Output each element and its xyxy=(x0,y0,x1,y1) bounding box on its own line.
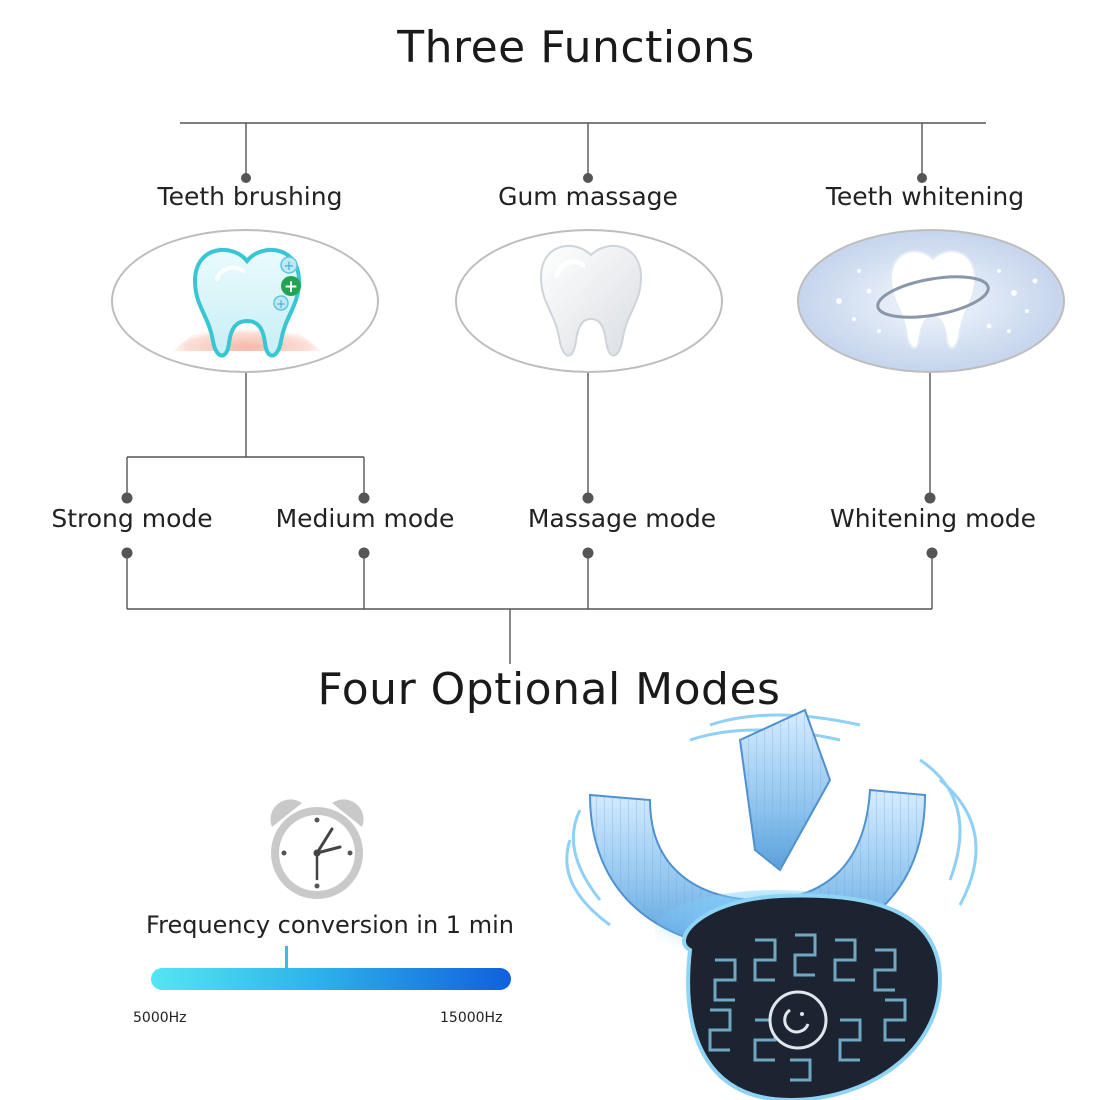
svg-text:+: + xyxy=(284,259,295,274)
function-label-teeth-brushing: Teeth brushing xyxy=(157,182,343,211)
frequency-marker xyxy=(285,946,288,970)
title-three-functions: Three Functions xyxy=(397,22,755,73)
function-label-gum-massage: Gum massage xyxy=(498,182,678,211)
alarm-clock-icon xyxy=(270,799,364,899)
gum-massage-oval xyxy=(455,229,723,373)
mode-label-whitening: Whitening mode xyxy=(829,504,1037,533)
frequency-min-label: 5000Hz xyxy=(133,1010,187,1026)
frequency-caption: Frequency conversion in 1 min xyxy=(146,911,514,939)
tooth-sparkle-icon xyxy=(836,250,1038,349)
mode-label-strong: Strong mode xyxy=(51,504,213,533)
frequency-max-label: 15000Hz xyxy=(440,1010,503,1026)
title-four-optional-modes: Four Optional Modes xyxy=(317,664,781,715)
svg-text:+: + xyxy=(276,297,286,311)
svg-text:+: + xyxy=(284,277,298,297)
function-label-teeth-whitening: Teeth whitening xyxy=(825,182,1025,211)
mode-label-medium: Medium mode xyxy=(275,504,455,533)
teeth-whitening-oval xyxy=(797,229,1065,373)
u-shaped-toothbrush-icon xyxy=(565,708,978,1100)
tooth-plus-icon: + + + xyxy=(173,247,321,358)
tooth-icon xyxy=(539,245,643,357)
frequency-gradient-bar xyxy=(151,968,511,990)
mode-label-massage: Massage mode xyxy=(527,504,717,533)
teeth-brushing-oval: + + + xyxy=(111,229,379,373)
